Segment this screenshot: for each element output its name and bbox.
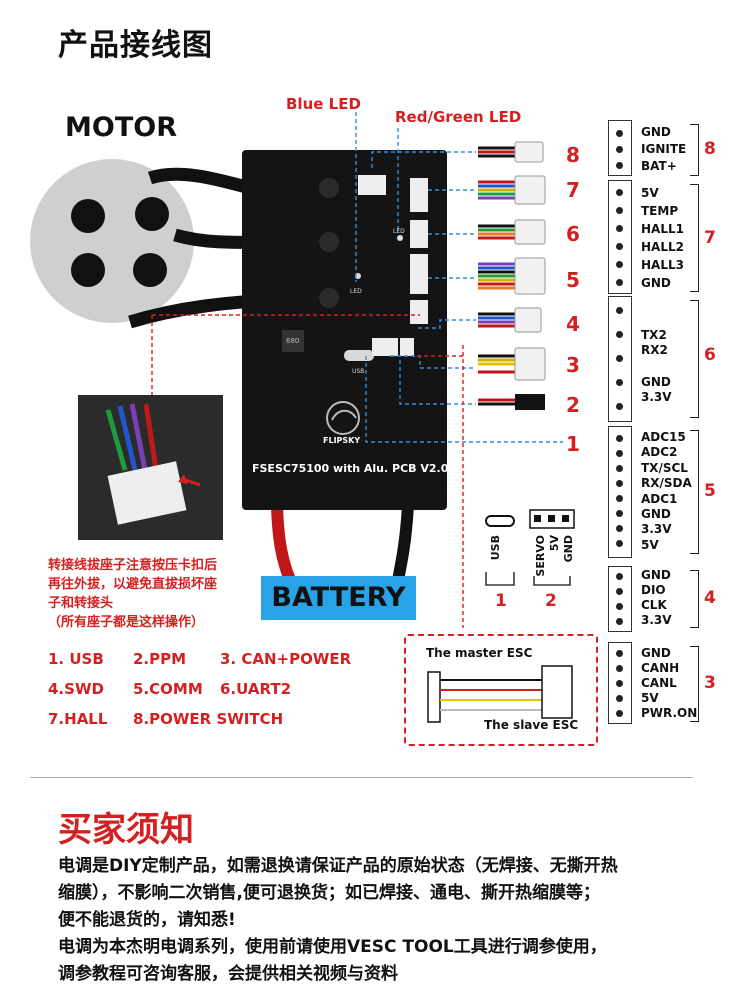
legend-item: 6.UART2 xyxy=(220,680,292,698)
ppm-connector xyxy=(515,394,545,410)
legend-item: 8.POWER SWITCH xyxy=(133,710,284,728)
pin-header-3 xyxy=(608,642,632,724)
usb-mark: USB xyxy=(352,368,365,375)
switch-port xyxy=(358,175,386,195)
section-title: 买家须知 xyxy=(58,810,194,850)
legend-item: 4.SWD xyxy=(48,680,104,698)
battery-wire-black xyxy=(392,504,414,582)
usb-icon xyxy=(485,515,515,527)
buyer-notes: 电调是DIY定制产品，如需退换请保证产品的原始状态（无焊接、无撕开热 缩膜），不… xyxy=(58,853,718,988)
pin-header-8 xyxy=(608,120,632,176)
red-green-led-label: Red/Green LED xyxy=(395,108,522,126)
callout-7: 7 xyxy=(566,178,580,202)
group-num-8: 8 xyxy=(704,139,716,159)
can-port xyxy=(372,338,398,356)
inductor-mark: 680 xyxy=(286,337,300,345)
servo-5v-text: 5V xyxy=(548,535,561,552)
inductor xyxy=(282,330,304,352)
battery-wire-red xyxy=(271,504,296,583)
master-esc-label: The master ESC xyxy=(426,646,533,660)
note-line: 缩膜），不影响二次销售,便可退换货；如已焊接、通电、撕开热缩膜等； xyxy=(58,883,600,903)
servo-port xyxy=(400,338,414,356)
pin-header-6 xyxy=(608,296,632,422)
legend-item: 7.HALL xyxy=(48,710,108,728)
group-num-6: 6 xyxy=(704,345,716,365)
esc-board xyxy=(242,150,447,510)
motor-disc xyxy=(30,159,194,323)
warning-line: 子和转接头 xyxy=(48,596,114,611)
servo-gnd-text: GND xyxy=(562,535,575,563)
warning-note: 转接线拔座子注意按压卡扣后 再往外拔，以避免直拔损坏座 子和转接头 （所有座子都… xyxy=(48,556,278,632)
callout-6: 6 xyxy=(566,222,580,246)
note-line: 电调是DIY定制产品，如需退换请保证产品的原始状态（无焊接、无撕开热 xyxy=(58,856,618,876)
legend-item: 2.PPM xyxy=(133,650,187,668)
motor-hole xyxy=(133,253,167,287)
blue-led-label: Blue LED xyxy=(286,95,361,113)
legend-item: 3. CAN+POWER xyxy=(220,650,352,668)
legend-item: 5.COMM xyxy=(133,680,203,698)
group-num-7: 7 xyxy=(704,228,716,248)
servo-text: SERVO xyxy=(534,535,547,577)
usb-text: USB xyxy=(489,535,502,561)
board-brand: FLIPSKY xyxy=(323,436,361,445)
servo-num: 2 xyxy=(545,591,557,611)
uart-port xyxy=(410,220,428,248)
comm-port xyxy=(410,254,428,294)
callout-1: 1 xyxy=(566,432,580,456)
servo-icon xyxy=(529,509,575,529)
group-num-3: 3 xyxy=(704,673,716,693)
led-mark-2: LED xyxy=(393,228,405,235)
pin-header-4 xyxy=(608,566,632,632)
warning-line: 再往外拔，以避免直拔损坏座 xyxy=(48,577,218,592)
section-divider xyxy=(30,777,693,778)
motor-hole xyxy=(71,199,105,233)
pin-header-5 xyxy=(608,426,632,558)
hall-port xyxy=(410,178,428,212)
legend-item: 1. USB xyxy=(48,650,104,668)
warning-line: 转接线拔座子注意按压卡扣后 xyxy=(48,558,218,573)
battery-label: BATTERY xyxy=(261,576,416,620)
flipsky-logo xyxy=(326,401,360,435)
usb-port xyxy=(344,350,374,361)
motor-hole xyxy=(71,253,105,287)
group-num-5: 5 xyxy=(704,481,716,501)
motor-hole xyxy=(135,197,169,231)
callout-5: 5 xyxy=(566,268,580,292)
callout-8: 8 xyxy=(566,143,580,167)
warning-line: （所有座子都是这样操作） xyxy=(48,615,205,630)
led-mark: LED xyxy=(350,288,362,295)
note-line: 电调为本杰明电调系列，使用前请使用VESC TOOL工具进行调参使用， xyxy=(58,937,607,957)
note-line: 便不能退货的，请知悉! xyxy=(58,910,236,930)
usb-num: 1 xyxy=(495,591,507,611)
can-diagram-box xyxy=(404,634,598,746)
board-name: FSESC75100 with Alu. PCB V2.0 xyxy=(252,462,449,475)
callout-2: 2 xyxy=(566,393,580,417)
page-title: 产品接线图 xyxy=(58,28,213,63)
callout-4: 4 xyxy=(566,312,580,336)
motor-label: MOTOR xyxy=(65,112,177,143)
wiring-diagram xyxy=(30,112,575,723)
note-line: 调参教程可咨询客服，会提供相关视频与资料 xyxy=(58,964,398,984)
slave-esc-label: The slave ESC xyxy=(484,718,579,732)
pin-header-7 xyxy=(608,180,632,294)
swd-port xyxy=(410,300,428,324)
callout-3: 3 xyxy=(566,353,580,377)
group-num-4: 4 xyxy=(704,588,716,608)
